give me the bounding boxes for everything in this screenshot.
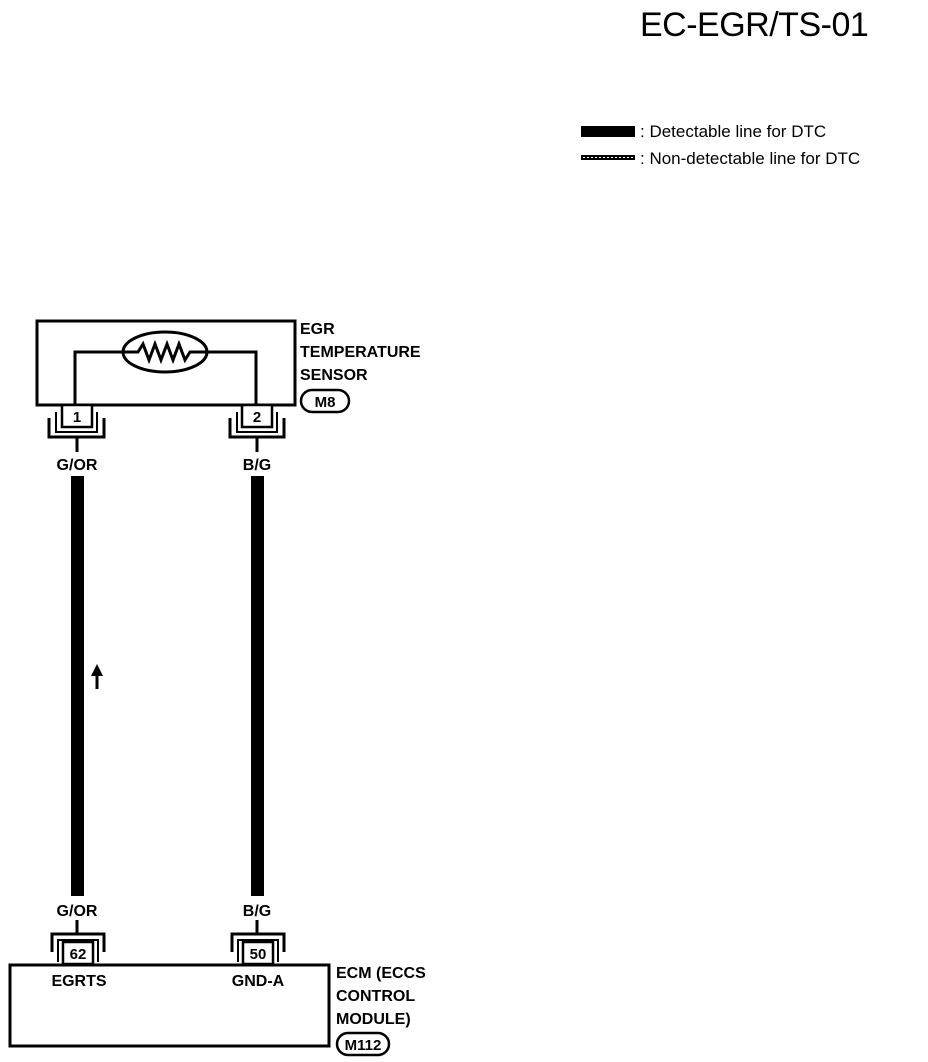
ecm-pin-50-bracket-outer [230, 932, 286, 952]
detectable-line-swatch [581, 126, 635, 137]
legend-non-detectable-text: : Non-detectable line for DTC [640, 149, 860, 168]
legend-detectable-text: : Detectable line for DTC [640, 122, 826, 141]
ecm-pin-50-bracket-inner [237, 939, 279, 962]
wire-1-detectable [71, 476, 84, 896]
ecm-housing [8, 963, 331, 1048]
ecm-connector-badge [335, 1031, 391, 1057]
sensor-connector-code: M8 [315, 394, 336, 411]
ecm-pin-62-bracket-inner [57, 939, 99, 962]
sensor-label-line-3: SENSOR [300, 367, 368, 384]
signal-direction-arrow-icon [91, 664, 103, 689]
ecm-module: EGRTS GND-A ECM (ECCS CONTROL MODULE) M1… [8, 963, 426, 1057]
ecm-label-line-3: MODULE) [336, 1011, 411, 1028]
wire-1-color-top: G/OR [57, 457, 98, 474]
ecm-terminal-egrts: EGRTS [51, 973, 106, 990]
sensor-label-line-2: TEMPERATURE [300, 344, 421, 361]
sensor-pin-2-bracket-inner [236, 412, 278, 433]
ecm-pin-50-number: 50 [250, 946, 267, 963]
sensor-pin-1-number: 1 [73, 409, 81, 426]
wire-2-color-top: B/G [243, 457, 271, 474]
sensor-internal-wire-left [73, 350, 124, 405]
ecm-pin-62-number: 62 [70, 946, 87, 963]
wire-2-color-bottom: B/G [243, 903, 271, 920]
sensor-pin-1-box [60, 403, 94, 429]
sensor-label-line-1: EGR [300, 321, 335, 338]
ecm-pin-50-connector: 50 [230, 932, 286, 966]
sensor-connector-badge [299, 388, 351, 414]
resistor-zigzag-icon [124, 339, 206, 365]
ecm-label-line-1: ECM (ECCS [336, 965, 426, 982]
ecm-label-line-2: CONTROL [336, 988, 415, 1005]
wire-2-detectable [251, 476, 264, 896]
sensor-pin-2-connector: 2 [228, 403, 286, 439]
sensor-housing [35, 319, 297, 407]
sensor-pin-2-box [240, 403, 274, 429]
sensor-internal-wire-right [206, 350, 258, 405]
sensor-pin-1-bracket-inner [55, 412, 98, 433]
wire-1-color-bottom: G/OR [57, 903, 98, 920]
ecm-connector-code: M112 [345, 1037, 382, 1054]
ecm-pin-62-bracket-outer [50, 932, 106, 952]
ecm-terminal-gnd-a: GND-A [232, 973, 285, 990]
legend: : Detectable line for DTC : Non-detectab… [581, 122, 860, 168]
page-title: EC-EGR/TS-01 [640, 6, 868, 44]
ecm-pin-62-connector: 62 [50, 932, 106, 966]
sensor-pin-1-connector: 1 [47, 403, 106, 439]
sensor-pin-2-number: 2 [253, 409, 261, 426]
egr-temperature-sensor: EGR TEMPERATURE SENSOR M8 [35, 319, 421, 414]
